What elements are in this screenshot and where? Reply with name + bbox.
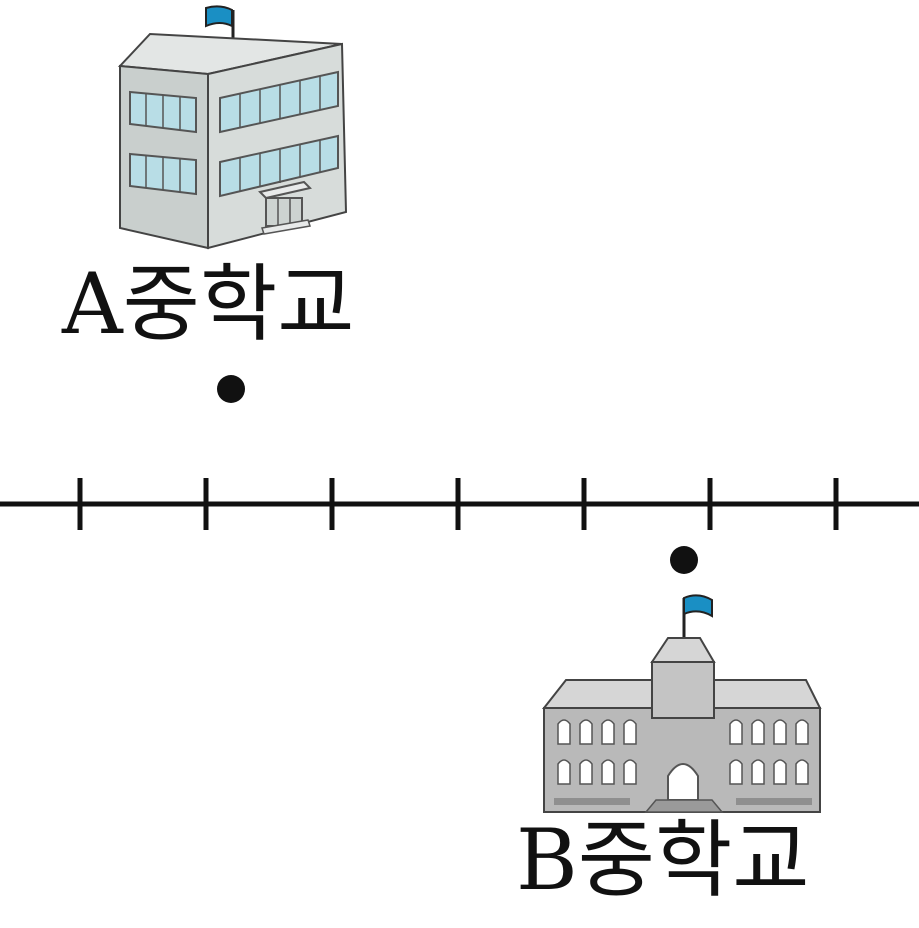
school-a-building: [117, 5, 348, 250]
school-b-building: [541, 594, 822, 813]
school-a-point: [217, 375, 245, 403]
school-b-flag-icon: [683, 594, 713, 618]
school-a-flag-icon: [205, 5, 233, 28]
school-a-label: A중학교: [62, 255, 355, 353]
school-b-point: [670, 546, 698, 574]
school-b-label: B중학교: [516, 811, 810, 909]
number-line: [0, 375, 919, 574]
